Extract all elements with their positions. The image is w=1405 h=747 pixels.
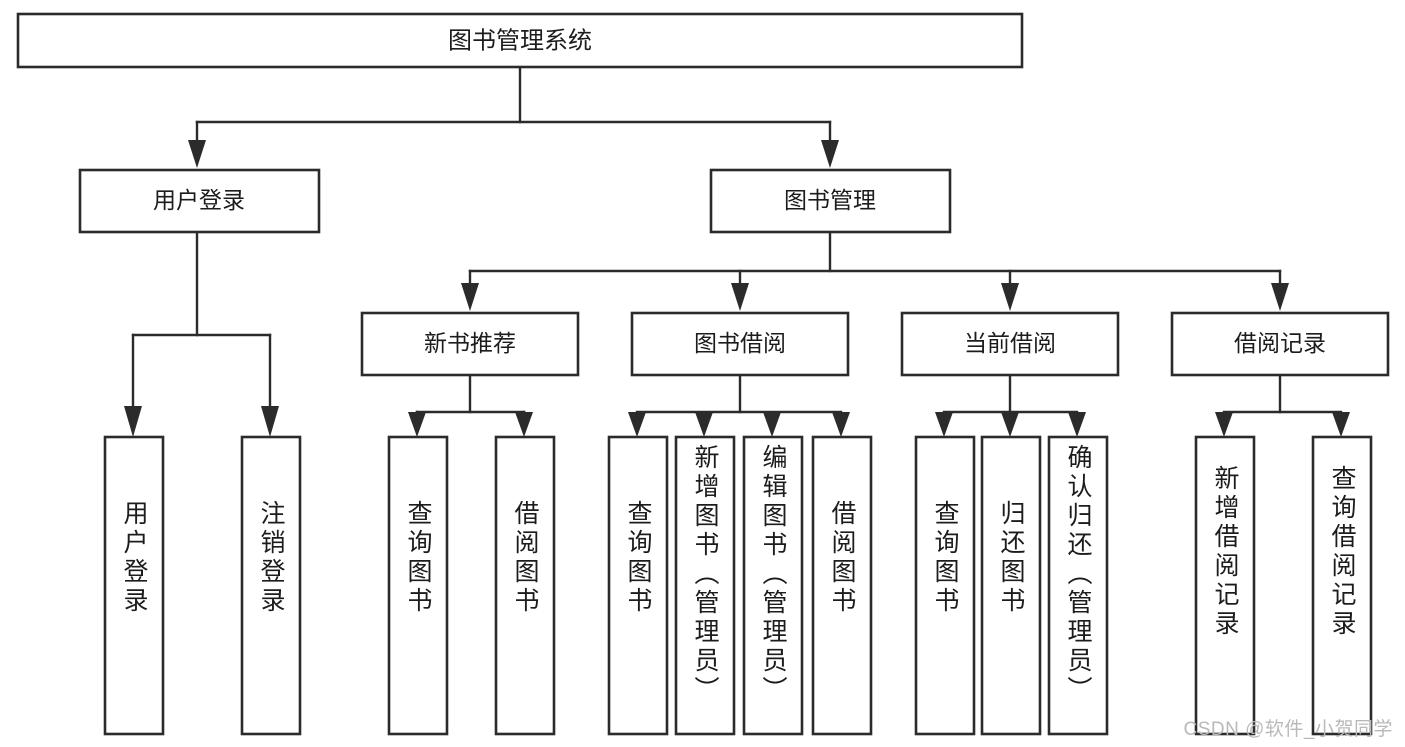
arrow-head-current-borrow [1001,283,1019,311]
node-root-label: 图书管理系统 [448,27,592,54]
connector-group-book-management [461,230,1289,311]
arrow-head-user-login [188,140,206,168]
arrow-head-book-management [821,140,839,168]
node-user-login-box[interactable] [78,168,321,234]
node-new-book-recommend-label: 新书推荐 [424,330,516,356]
connector-group-borrow-record [1215,373,1350,437]
arrow-head-leaf-edit-book [763,412,781,437]
arrow-head-leaf-add-record [1215,412,1233,437]
node-root[interactable]: 图书管理系统 [16,12,1024,69]
node-book-management-label: 图书管理 [784,187,876,213]
node-user-login[interactable]: 用户登录 [78,168,321,234]
leaf-box-borrow-book-2[interactable] [811,435,873,736]
leaf-box-logout[interactable] [240,435,302,736]
leaf-box-query-book-1[interactable] [387,435,449,736]
node-new-book-recommend[interactable]: 新书推荐 [360,311,580,377]
arrow-head-leaf-confirm-return [1068,412,1086,437]
leaf-box-return-book[interactable] [980,435,1042,736]
arrow-head-leaf-query-record [1332,412,1350,437]
node-borrow-record-label: 借阅记录 [1234,330,1326,356]
leaf-box-confirm-return[interactable] [1047,435,1109,736]
arrow-head-leaf-query-book-1 [408,412,426,437]
arrow-head-leaf-query-book-2 [628,412,646,437]
arrow-head-leaf-user-login [124,406,142,437]
arrow-head-borrow-record [1271,283,1289,311]
leaf-box-query-book-3[interactable] [914,435,976,736]
arrow-head-book-borrow [731,283,749,311]
arrow-head-leaf-borrow-book-2 [832,412,850,437]
node-borrow-record-box[interactable] [1170,311,1390,377]
node-user-login-label: 用户登录 [153,187,245,213]
node-book-management[interactable]: 图书管理 [709,168,952,234]
leaf-box-group [103,435,1373,736]
arrow-head-leaf-logout [261,406,279,437]
node-book-borrow[interactable]: 图书借阅 [630,311,850,377]
node-borrow-record[interactable]: 借阅记录 [1170,311,1390,377]
connector-group-user-login [124,230,279,437]
node-current-borrow-box[interactable] [900,311,1120,377]
arrow-head-leaf-return-book [1001,412,1019,437]
node-new-book-recommend-box[interactable] [360,311,580,377]
leaf-box-user-login[interactable] [103,435,165,736]
node-root-box[interactable] [16,12,1024,69]
node-book-borrow-box[interactable] [630,311,850,377]
node-current-borrow[interactable]: 当前借阅 [900,311,1120,377]
leaf-box-query-book-2[interactable] [607,435,669,736]
connector-group-root [188,65,839,168]
leaf-box-query-record[interactable] [1311,435,1373,736]
arrow-head-new-book-recommend [461,283,479,311]
connector-group-new-book-recommend [408,373,533,437]
node-current-borrow-label: 当前借阅 [964,330,1056,356]
node-book-borrow-label: 图书借阅 [694,330,786,356]
arrow-head-leaf-add-book [695,412,713,437]
leaf-box-add-book[interactable] [674,435,736,736]
connector-group-book-borrow [628,373,850,437]
leaf-box-borrow-book-1[interactable] [494,435,556,736]
leaf-box-add-record[interactable] [1194,435,1256,736]
leaf-box-edit-book[interactable] [742,435,804,736]
node-book-management-box[interactable] [709,168,952,234]
arrow-head-leaf-query-book-3 [935,412,953,437]
connector-group-current-borrow [935,373,1086,437]
arrow-head-leaf-borrow-book-1 [515,412,533,437]
